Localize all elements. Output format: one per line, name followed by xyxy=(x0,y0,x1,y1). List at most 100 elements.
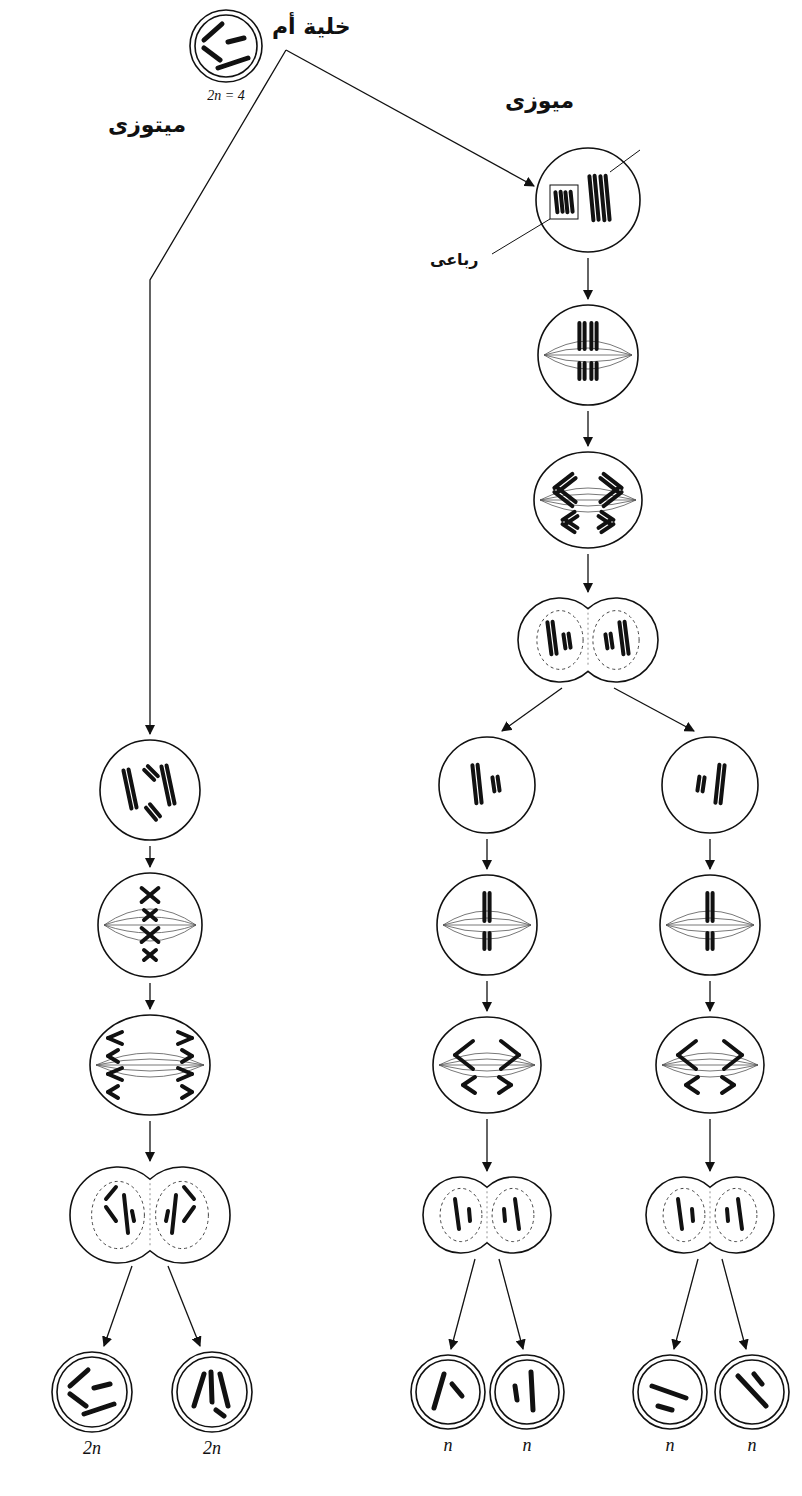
dividing-cell-membrane xyxy=(646,1177,774,1253)
step-arrow xyxy=(104,1266,132,1346)
chromosome xyxy=(589,176,593,220)
spindle-fiber xyxy=(443,911,531,925)
step-arrow xyxy=(614,688,694,731)
chromosome xyxy=(619,622,623,654)
chromosome xyxy=(555,192,557,212)
chromosome xyxy=(129,769,137,807)
chromosome xyxy=(501,1041,519,1055)
chromosome xyxy=(678,1041,696,1055)
spindle-fiber xyxy=(439,1059,535,1065)
metaphase-one-cell xyxy=(538,305,638,405)
nuclear-envelope xyxy=(715,1188,757,1241)
chromosome xyxy=(142,928,159,942)
daughter-cell-diploid: 2n xyxy=(52,1352,132,1432)
cell-outline xyxy=(190,10,262,82)
cell-membrane xyxy=(720,1360,784,1424)
chromosome xyxy=(184,1207,194,1221)
anaphase-two-cell xyxy=(656,1017,764,1113)
cell-outline xyxy=(411,1355,485,1429)
step-arrow xyxy=(502,688,562,731)
cleavage-line xyxy=(588,613,589,668)
cell-contents xyxy=(172,1352,252,1432)
tetrad-label: رباعى xyxy=(430,250,478,269)
chromosome xyxy=(150,804,160,816)
chromosome xyxy=(569,634,571,648)
chromosome xyxy=(144,950,156,960)
chromosome xyxy=(583,323,587,349)
cell-outline xyxy=(52,1352,132,1432)
mother-cell: خلية أم2n = 4 xyxy=(190,10,262,82)
cell-membrane xyxy=(439,737,535,833)
spindle-fiber xyxy=(662,1065,758,1071)
chromosome xyxy=(211,1372,212,1402)
step-arrow xyxy=(486,839,487,869)
chromosome xyxy=(715,765,719,803)
spindle-fiber xyxy=(104,925,196,933)
chromosome xyxy=(571,192,573,212)
chromosome xyxy=(84,1404,114,1414)
chromosome xyxy=(194,1374,204,1406)
chromosome xyxy=(724,1041,742,1055)
step-arrow xyxy=(587,411,588,446)
chromosome-count: 2n xyxy=(83,1438,101,1460)
chromosome xyxy=(583,363,587,379)
chromosome xyxy=(605,634,607,648)
chromosome xyxy=(204,24,222,40)
cell-membrane xyxy=(98,873,202,977)
dividing-cell-membrane xyxy=(423,1177,551,1253)
chromosome xyxy=(70,1394,86,1406)
chromosome xyxy=(499,1085,511,1093)
step-arrow xyxy=(709,839,710,869)
nuclear-envelope xyxy=(492,1188,534,1241)
mitosis-arrow xyxy=(150,50,286,734)
leader-line xyxy=(492,219,550,254)
cell-wall xyxy=(633,1355,707,1429)
chromosome xyxy=(142,928,159,942)
chromosome xyxy=(455,1041,473,1055)
chromosome xyxy=(463,1085,475,1093)
chromosome xyxy=(469,1209,470,1221)
mitosis-metaphase-cell xyxy=(98,873,202,977)
spindle-fiber xyxy=(666,925,754,939)
cell-membrane xyxy=(538,305,638,405)
meiosis-arrow xyxy=(286,50,534,186)
cell-membrane xyxy=(662,737,758,833)
spindle-fiber xyxy=(104,925,196,926)
chromosome xyxy=(577,363,581,379)
chromosome xyxy=(692,1209,693,1221)
chromosome-count: n xyxy=(523,1435,532,1457)
step-arrow xyxy=(709,1119,710,1171)
step-arrow xyxy=(149,1121,150,1161)
cell-wall xyxy=(190,10,262,82)
chromosome xyxy=(515,1386,517,1400)
chromosome xyxy=(601,524,613,532)
chromosome xyxy=(722,1085,734,1093)
chromosome xyxy=(705,893,709,921)
chromosome xyxy=(561,192,563,212)
cell-membrane xyxy=(195,15,257,77)
telophase-two-cell xyxy=(646,1177,774,1253)
gamete-cell-haploid: n xyxy=(490,1355,564,1429)
chromosome xyxy=(178,1074,192,1080)
spindle-fiber xyxy=(443,925,531,932)
meiosis-two-cell xyxy=(662,737,758,833)
chromosome xyxy=(721,765,725,803)
chromosome xyxy=(106,1187,116,1199)
cell-wall xyxy=(411,1355,485,1429)
chromosome xyxy=(595,363,599,379)
daughter-cell-diploid: 2n xyxy=(172,1352,252,1432)
cleavage-line xyxy=(710,1191,711,1238)
dividing-cell-membrane xyxy=(70,1167,230,1263)
cell-outline xyxy=(715,1355,789,1429)
anaphase-one-cell xyxy=(534,452,642,548)
chromosome xyxy=(216,1410,224,1416)
step-arrow xyxy=(168,1266,200,1346)
chromosome xyxy=(142,888,159,902)
spindle-fiber xyxy=(666,911,754,925)
chromosome xyxy=(478,765,482,803)
cell-membrane xyxy=(656,1017,764,1113)
chromosome xyxy=(178,1038,192,1044)
cell-membrane xyxy=(57,1357,127,1427)
spindle-fiber xyxy=(443,925,531,939)
chromosome xyxy=(144,910,156,920)
